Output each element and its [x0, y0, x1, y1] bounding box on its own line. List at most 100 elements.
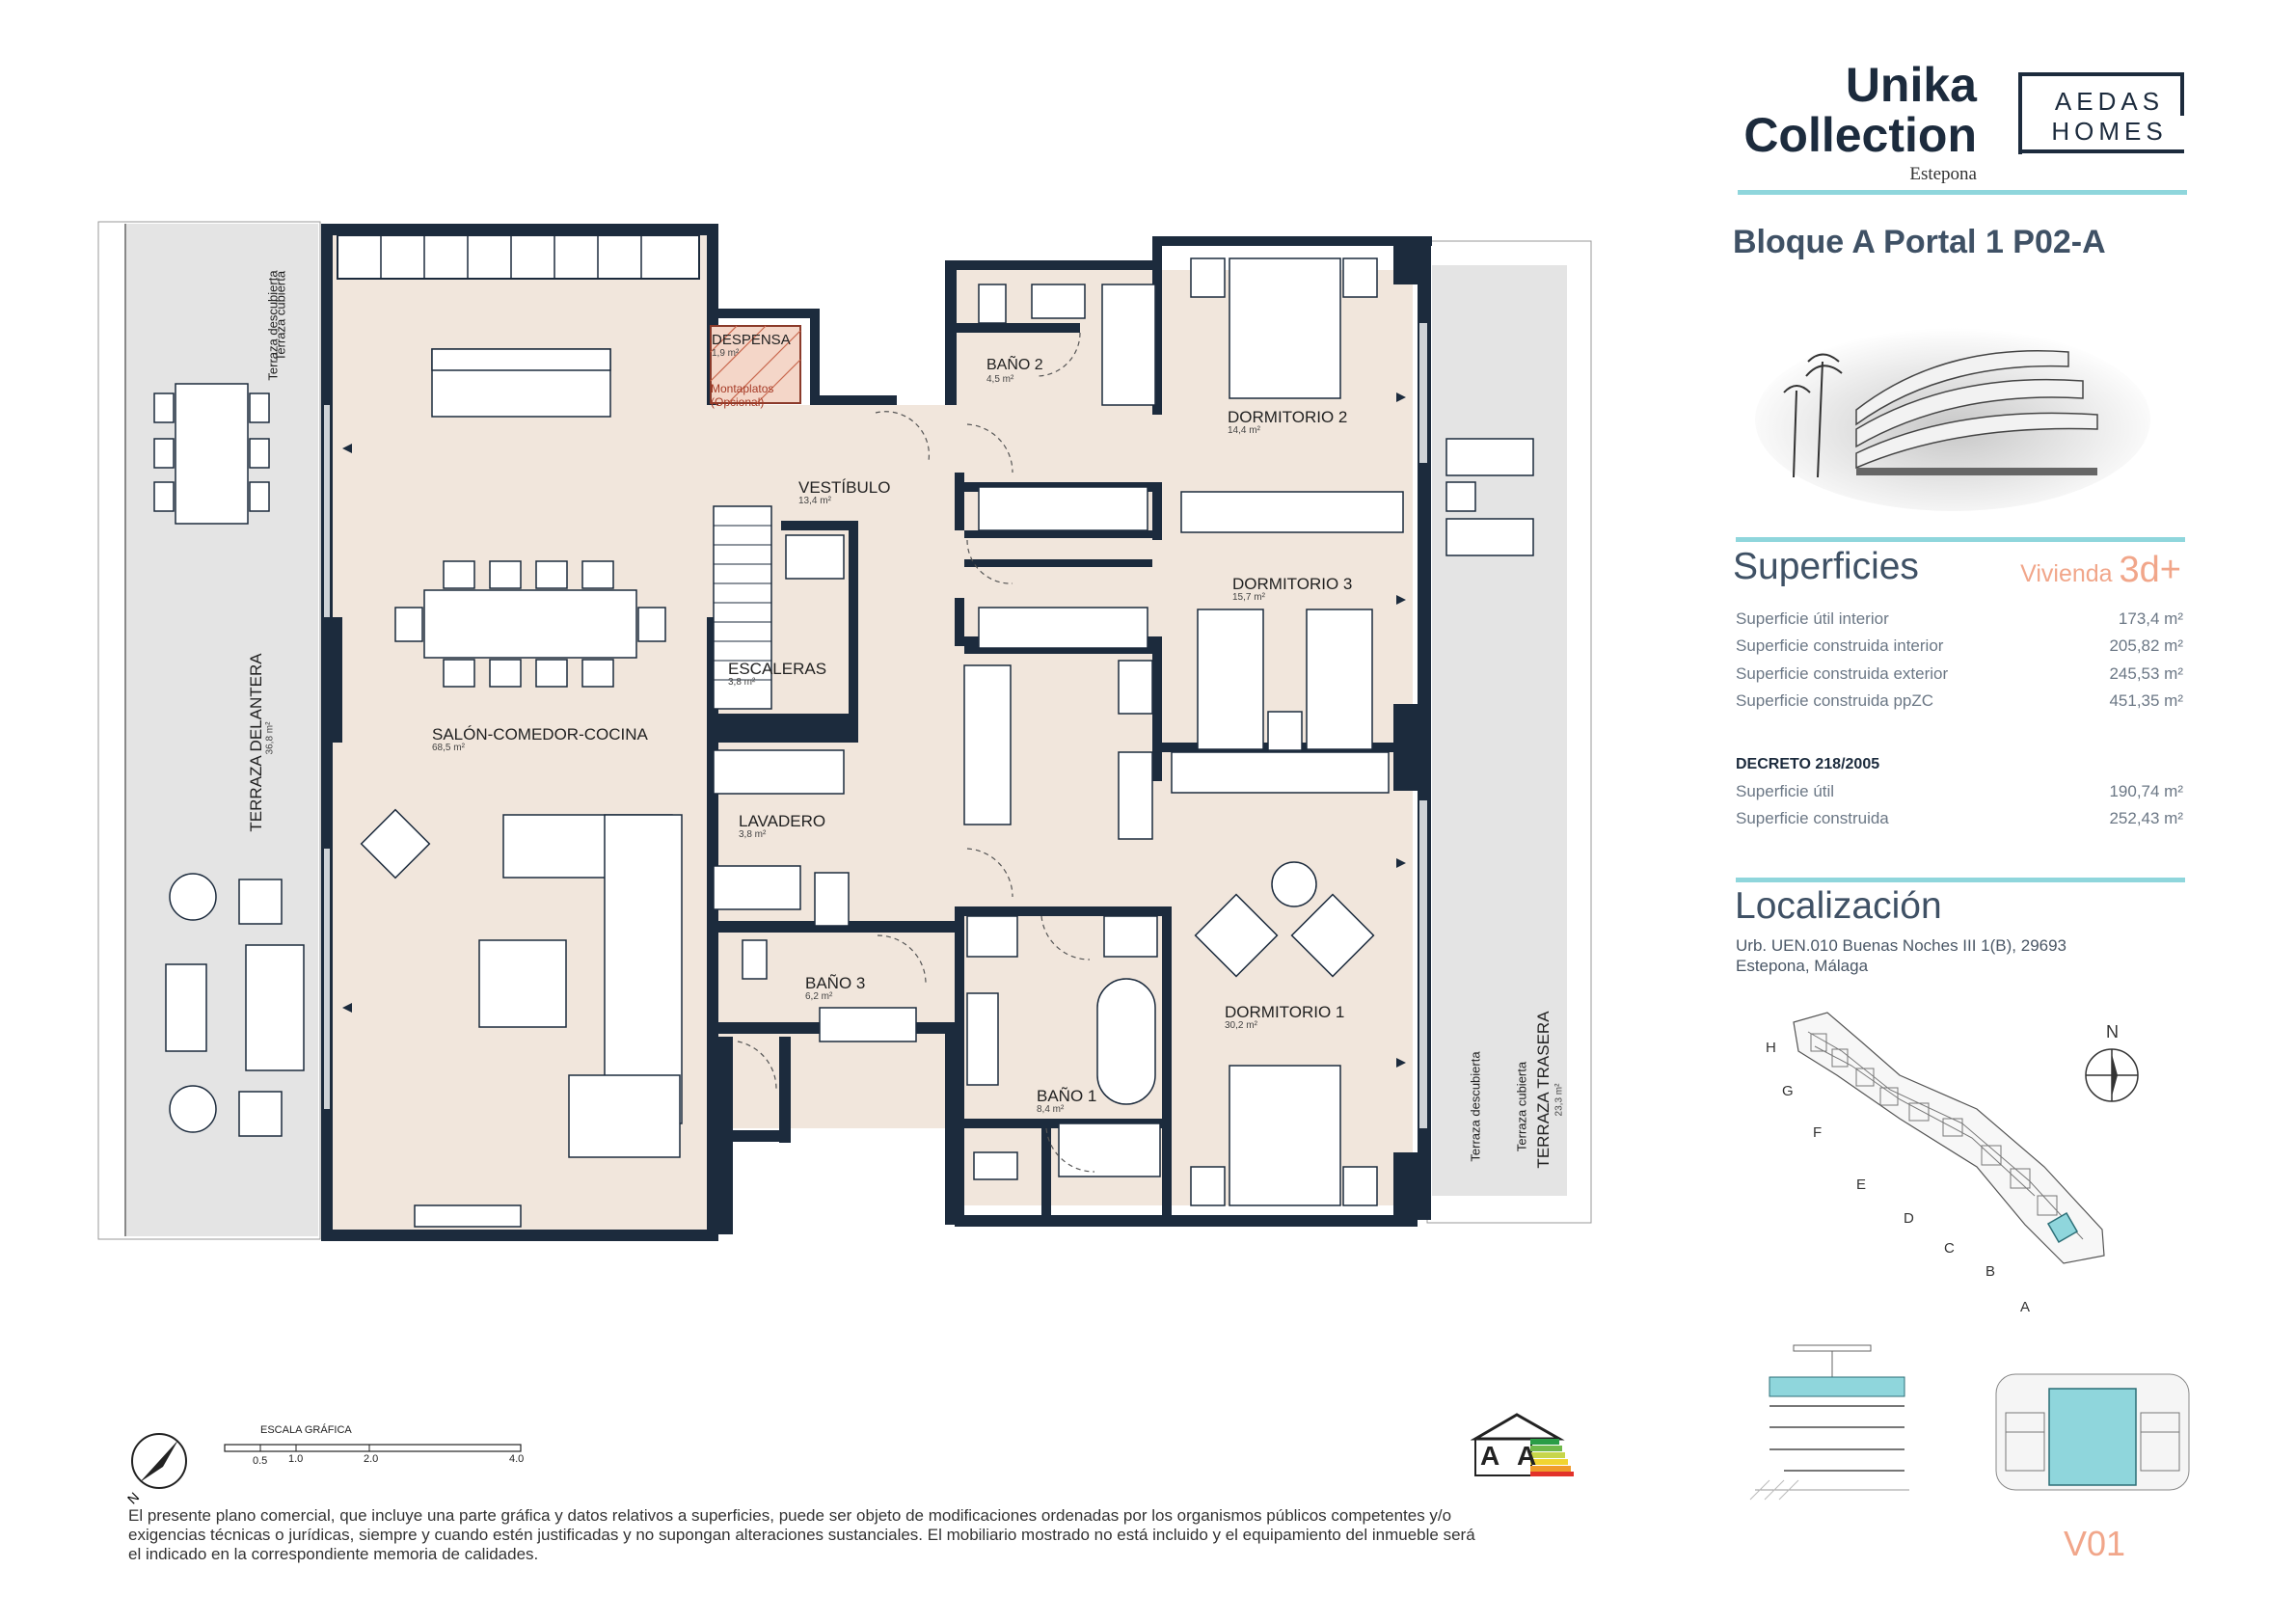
energy-label-icon: [1471, 1413, 1574, 1476]
room-lavadero-area: 3,8 m²: [739, 829, 767, 840]
room-dorm3-name: DORMITORIO 3: [1232, 575, 1353, 593]
room-dorm1-name: DORMITORIO 1: [1225, 1003, 1345, 1021]
terrace-front-area: 36,8 m²: [264, 721, 276, 755]
terrace-back-cub: Terraza cubierta: [1514, 1061, 1529, 1152]
room-dorm2-area: 14,4 m²: [1228, 425, 1260, 436]
north-compass-icon: [2085, 1048, 2139, 1102]
terrace-back-desc: Terraza descubierta: [1468, 1051, 1483, 1162]
room-vestibulo-area: 13,4 m²: [798, 496, 831, 506]
surface-value: 451,35 m²: [2109, 691, 2183, 710]
surface-value: 245,53 m²: [2109, 664, 2183, 683]
terrace-back-area: 23,3 m²: [1553, 1083, 1565, 1117]
room-dorm1-area: 30,2 m²: [1225, 1020, 1257, 1031]
surface-row: Superficie útil interior 173,4 m²: [1736, 609, 2183, 629]
site-block-f: F: [1813, 1124, 1823, 1141]
energy-class-2: A: [1517, 1441, 1537, 1471]
room-bano2-name: BAÑO 2: [986, 357, 1043, 373]
site-block-g: G: [1782, 1083, 1794, 1099]
site-block-e: E: [1856, 1177, 1867, 1193]
room-despensa-note1: Montaplatos: [711, 382, 774, 395]
vivienda-code: 3d+: [2119, 550, 2181, 590]
decreto-row: Superficie útil 190,74 m²: [1736, 782, 2183, 801]
room-despensa-area: 1,9 m²: [712, 348, 740, 359]
room-escaleras-area: 3,8 m²: [728, 677, 756, 688]
key-plan-thumbnail: [1995, 1373, 2190, 1491]
room-salon-name: SALÓN-COMEDOR-COCINA: [432, 725, 648, 744]
divider-3: [1736, 878, 2185, 882]
decreto-label: Superficie útil: [1736, 782, 1835, 800]
unit-title: Bloque A Portal 1 P02-A: [1733, 224, 2106, 260]
building-render: [1755, 328, 2150, 511]
compass-icon: N: [125, 1433, 187, 1504]
section-thumbnail: [1749, 1344, 1909, 1501]
room-bano3-area: 6,2 m²: [805, 991, 833, 1002]
address: Urb. UEN.010 Buenas Noches III 1(B), 296…: [1736, 935, 2066, 976]
address-line-2: Estepona, Málaga: [1736, 957, 1869, 975]
surface-label: Superficie construida ppZC: [1736, 691, 1934, 710]
disclaimer: El presente plano comercial, que incluye…: [128, 1506, 1642, 1564]
terrace-front-cub: Terraza cubierta: [273, 270, 288, 362]
room-escaleras-name: ESCALERAS: [728, 660, 827, 678]
surface-label: Superficie construida interior: [1736, 636, 1944, 655]
brand-line-1: Unika: [1845, 58, 1977, 112]
partner-logo-frame: [2018, 72, 2184, 154]
decreto-label: Superficie construida: [1736, 809, 1889, 827]
room-despensa-name: DESPENSA: [712, 332, 791, 348]
scale-tick-0: 0.5: [253, 1455, 268, 1467]
scale-tick-3: 4.0: [509, 1453, 525, 1465]
disclaimer-line-2: exigencias técnicas o jurídicas, siempre…: [128, 1526, 1475, 1544]
site-block-d: D: [1904, 1210, 1914, 1227]
surface-row: Superficie construida ppZC 451,35 m²: [1736, 691, 2183, 711]
disclaimer-line-1: El presente plano comercial, que incluye…: [128, 1506, 1452, 1525]
version-label: V01: [2064, 1524, 2126, 1563]
room-vestibulo-name: VESTÍBULO: [798, 478, 891, 497]
scale-bar: [224, 1444, 522, 1452]
room-bano2-area: 4,5 m²: [986, 374, 1014, 385]
terrace-front-name: TERRAZA DELANTERA: [247, 653, 265, 832]
room-bano1-area: 8,4 m²: [1037, 1104, 1065, 1115]
localizacion-heading: Localización: [1735, 885, 1942, 927]
surface-value: 205,82 m²: [2109, 636, 2183, 655]
brand-logo: Unika Collection: [1736, 60, 1977, 160]
scale-tick-2: 2.0: [364, 1453, 379, 1465]
room-salon-area: 68,5 m²: [432, 743, 465, 753]
scale-tick-1: 1.0: [288, 1453, 304, 1465]
room-dorm2-name: DORMITORIO 2: [1228, 408, 1348, 426]
vivienda-type: Vivienda 3d+: [1998, 550, 2181, 591]
surface-value: 173,4 m²: [2118, 609, 2183, 628]
room-lavadero-name: LAVADERO: [739, 812, 826, 830]
brand-line-2: Collection: [1743, 108, 1977, 162]
partner-line-2: HOMES: [2051, 117, 2168, 146]
front-terrace: [125, 224, 318, 1236]
site-block-b: B: [1985, 1263, 1996, 1280]
svg-text:N: N: [125, 1489, 142, 1504]
room-despensa-note2: (Opcional): [711, 395, 765, 409]
site-block-c: C: [1944, 1240, 1955, 1257]
decreto-value: 190,74 m²: [2109, 782, 2183, 800]
room-bano1-name: BAÑO 1: [1037, 1087, 1097, 1105]
decreto-value: 252,43 m²: [2109, 809, 2183, 827]
divider-2: [1736, 537, 2185, 542]
surface-row: Superficie construida interior 205,82 m²: [1736, 636, 2183, 656]
north-label: N: [2106, 1022, 2119, 1041]
surface-label: Superficie útil interior: [1736, 609, 1889, 628]
room-dorm3-area: 15,7 m²: [1232, 592, 1265, 603]
partner-logo: AEDAS HOMES: [2025, 87, 2194, 147]
surface-label: Superficie construida exterior: [1736, 664, 1949, 683]
decreto-row: Superficie construida 252,43 m²: [1736, 809, 2183, 828]
disclaimer-line-3: el indicado en la correspondiente memori…: [128, 1545, 539, 1563]
partner-logo-frame-bottom: [2018, 149, 2184, 153]
scale-label: ESCALA GRÁFICA: [260, 1424, 352, 1436]
address-line-1: Urb. UEN.010 Buenas Noches III 1(B), 296…: [1736, 936, 2067, 955]
energy-class-1: A: [1480, 1441, 1500, 1471]
site-block-a: A: [2020, 1299, 2031, 1315]
room-bano3-name: BAÑO 3: [805, 974, 866, 992]
site-map: [1793, 1012, 2105, 1264]
brand-city: Estepona: [1909, 164, 1977, 184]
decreto-heading: DECRETO 218/2005: [1736, 756, 1880, 772]
back-terrace: [1432, 265, 1567, 1196]
partner-line-1: AEDAS: [2054, 87, 2165, 116]
vivienda-label: Vivienda: [2020, 560, 2113, 587]
partner-logo-frame-right: [2180, 72, 2184, 116]
